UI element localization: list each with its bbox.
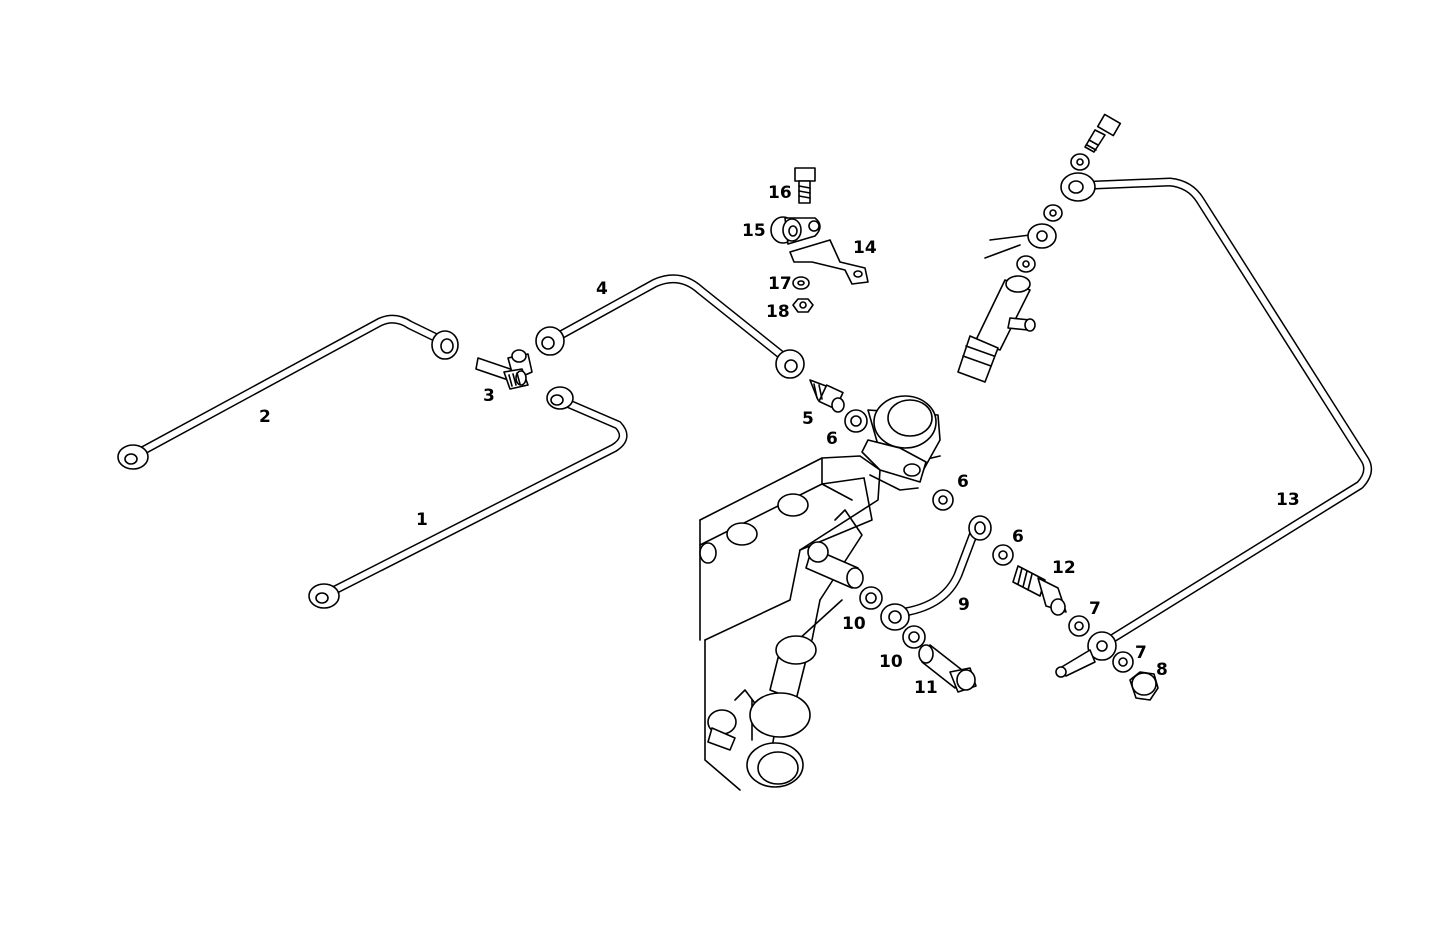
banjo-pipe-9 — [880, 515, 992, 631]
washer-7 — [1068, 615, 1090, 637]
washer-10 — [859, 586, 883, 610]
return-pipe-13 — [1055, 172, 1373, 678]
washer-6 — [844, 409, 868, 433]
label-8: 8 — [1156, 660, 1168, 680]
banjo-bolt-11 — [918, 644, 977, 693]
pipe-nut — [308, 583, 340, 609]
fuel-pipe-2 — [117, 314, 459, 470]
label-11: 11 — [914, 678, 938, 698]
nut-18 — [792, 298, 814, 313]
washer-6 — [932, 489, 954, 511]
washer-10 — [902, 625, 926, 649]
fuel-pipe-4 — [535, 274, 805, 379]
injector-washer — [1043, 204, 1063, 222]
label-10b: 10 — [879, 652, 903, 672]
callout-labels: 1 2 3 4 5 6 6 6 7 7 8 9 10 10 11 12 13 1… — [259, 183, 1300, 698]
injector-nozzle — [957, 275, 1036, 383]
union-fitting-5 — [809, 379, 845, 413]
injector-washer — [1070, 153, 1090, 171]
washer-7 — [1112, 651, 1134, 673]
label-17: 17 — [768, 274, 792, 294]
cap-nut-8 — [1129, 671, 1159, 701]
label-6b: 6 — [957, 472, 969, 492]
label-9: 9 — [958, 595, 970, 615]
label-4: 4 — [596, 279, 608, 299]
label-7a: 7 — [1089, 599, 1101, 619]
label-1: 1 — [416, 510, 428, 530]
label-10a: 10 — [842, 614, 866, 634]
label-14: 14 — [853, 238, 877, 258]
tee-fitting-3 — [475, 349, 533, 390]
label-12: 12 — [1052, 558, 1076, 578]
label-7b: 7 — [1135, 643, 1147, 663]
pipe-nut — [535, 326, 565, 356]
label-6a: 6 — [826, 429, 838, 449]
label-3: 3 — [483, 386, 495, 406]
label-2: 2 — [259, 407, 271, 427]
label-16: 16 — [768, 183, 792, 203]
label-6c: 6 — [1012, 527, 1024, 547]
label-5: 5 — [802, 409, 814, 429]
washer-17 — [792, 276, 810, 290]
fuel-pipe-1 — [308, 386, 628, 609]
injector-washer — [1016, 255, 1036, 273]
injection-pump-body — [699, 395, 941, 791]
label-18: 18 — [766, 302, 790, 322]
injector-leakoff-banjo — [984, 223, 1057, 259]
pipe-nut — [546, 386, 574, 410]
pipe-nut — [775, 349, 805, 379]
bolt-16 — [794, 167, 816, 204]
label-13: 13 — [1276, 490, 1300, 510]
label-15: 15 — [742, 221, 766, 241]
washer-6 — [992, 544, 1014, 566]
injector-bolt — [1084, 113, 1122, 153]
clamp-15 — [770, 216, 821, 245]
pipe-nut — [117, 444, 149, 470]
bracket-14 — [789, 239, 869, 285]
fitting-12 — [1012, 565, 1067, 616]
pipe-nut — [431, 330, 459, 360]
